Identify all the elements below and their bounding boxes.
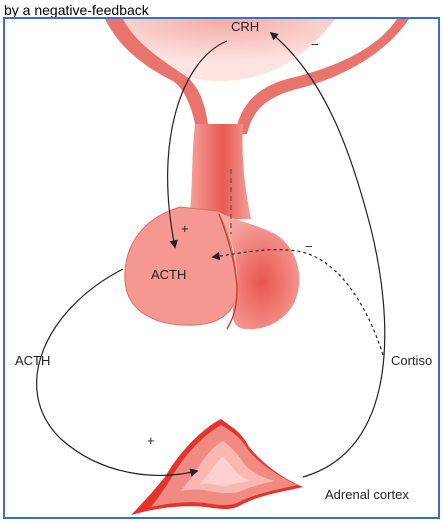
adrenal-gland: [131, 419, 303, 515]
sign-pituitary-feedback: −: [305, 239, 313, 254]
sign-adrenal-stimulation: +: [147, 433, 155, 448]
sign-crh-feedback: −: [311, 37, 319, 52]
hpa-axis-diagram: CRH ACTH ACTH Cortiso Adrenal cortex − +…: [5, 19, 440, 519]
pituitary-stalk: [189, 124, 251, 219]
diagram-frame: CRH ACTH ACTH Cortiso Adrenal cortex − +…: [3, 17, 440, 519]
label-crh: CRH: [231, 19, 259, 34]
label-acth-pituitary: ACTH: [151, 267, 186, 282]
label-acth-pathway: ACTH: [15, 353, 50, 368]
label-cortisol: Cortiso: [391, 353, 432, 368]
label-adrenal-cortex: Adrenal cortex: [325, 487, 409, 502]
sign-acth-release: +: [181, 221, 189, 236]
